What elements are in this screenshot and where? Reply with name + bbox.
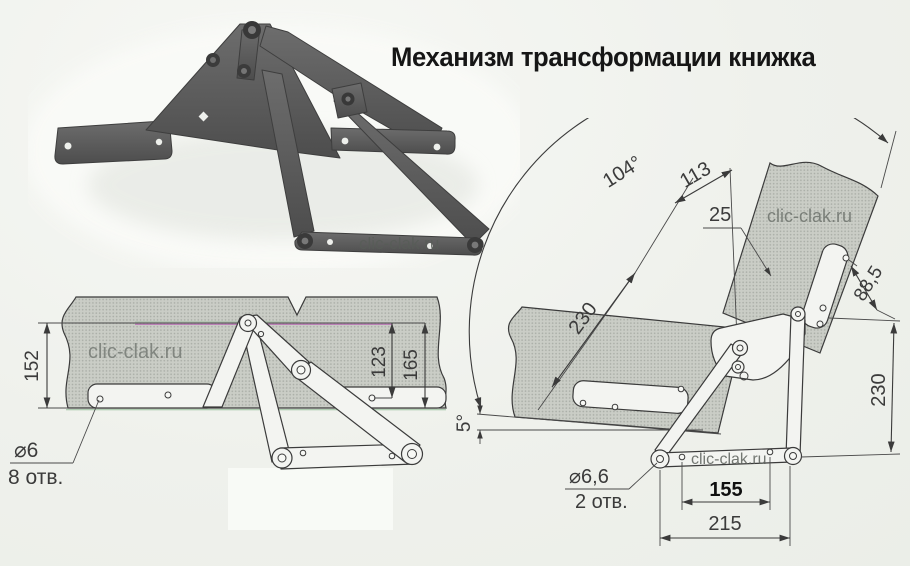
- photo-holes: [64, 111, 441, 249]
- folded-position-drawing: 152 123 165 ⌀6 8 отв. clic-clak.ru: [8, 296, 447, 530]
- backrest-panel: [722, 161, 879, 354]
- dim-165: 165: [401, 349, 422, 381]
- scan-white-patch: [228, 468, 393, 530]
- watermark-backrest: clic-clak.ru: [767, 206, 852, 226]
- photo-right-bar: [330, 127, 456, 155]
- dim-25: 25: [709, 204, 731, 226]
- opened-position-drawing: 104°: [454, 118, 901, 546]
- latch-detail: [257, 330, 265, 338]
- dim-hole-dia-right: ⌀6,6: [569, 466, 609, 488]
- dim-123: 123: [369, 346, 390, 378]
- photo-bolts: [206, 21, 483, 253]
- dim-155: 155: [709, 479, 742, 501]
- folded-dimensions: 152 123 165 ⌀6 8 отв.: [8, 323, 429, 489]
- dim-215: 215: [708, 513, 741, 535]
- angle-arc: [468, 118, 889, 409]
- arc-ext-line: [880, 130, 897, 189]
- photo-center-leg: [261, 69, 315, 238]
- folded-mechanism: [87, 313, 447, 470]
- dim-88-5: 88,5: [850, 262, 887, 304]
- dim-104: 104°: [599, 152, 646, 193]
- opened-mechanism: [572, 243, 850, 469]
- mechanism-photo: clic-clak.ru: [28, 21, 520, 268]
- watermark-base-bar: clic-clak.ru: [691, 451, 767, 468]
- dim-hole-count-right: 2 отв.: [575, 491, 628, 513]
- left-plate: [87, 383, 217, 409]
- dim-113: 113: [676, 158, 715, 193]
- dim-hole-count: 8 отв.: [8, 466, 63, 489]
- watermark-photo: clic-clak.ru: [359, 234, 439, 253]
- backrest-bracket: [801, 243, 849, 329]
- dim-152: 152: [22, 350, 43, 382]
- watermark-left: clic-clak.ru: [88, 341, 182, 363]
- dim-hole-dia: ⌀6: [14, 439, 38, 462]
- dim-230-leg: 230: [868, 373, 890, 406]
- seat-panel: [507, 306, 735, 434]
- page-title: Механизм трансформации книжка: [391, 42, 816, 72]
- dim-5deg: 5°: [454, 414, 475, 432]
